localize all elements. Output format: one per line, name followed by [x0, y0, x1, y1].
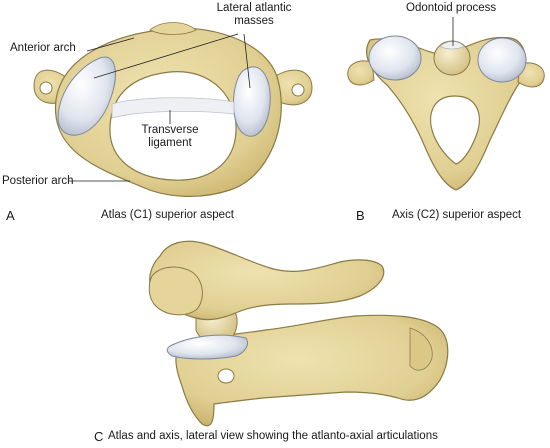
- atlas-left-facet: [57, 56, 116, 136]
- leader-lateral-mass-left: [93, 33, 239, 79]
- atlas-anterior-tubercle: [149, 22, 197, 35]
- atlas-right-facet: [233, 66, 271, 137]
- atlas-superior-view: [33, 22, 313, 197]
- axis-spinous-process-tip: [409, 327, 433, 371]
- label-transverse-ligament: Transverse ligament: [141, 124, 199, 149]
- caption-lateral-view: Atlas and axis, lateral view showing the…: [108, 430, 438, 442]
- atlanto-axial-articulation: [166, 334, 249, 360]
- axis-left-facet: [368, 35, 422, 81]
- caption-atlas: Atlas (C1) superior aspect: [101, 209, 234, 221]
- panel-letter-c: C: [94, 429, 104, 444]
- odontoid-process: [433, 40, 471, 76]
- caption-axis: Axis (C2) superior aspect: [392, 209, 522, 221]
- axis-left-transverse-process: [347, 60, 375, 86]
- axis-superior-view: [347, 17, 545, 191]
- axis-lateral-foramen: [217, 368, 235, 384]
- axis-right-facet: [477, 37, 527, 83]
- atlas-left-foramen: [39, 81, 53, 95]
- leader-anterior-arch: [86, 37, 135, 52]
- transverse-ligament: [111, 97, 235, 119]
- label-odontoid-process: Odontoid process: [406, 2, 497, 14]
- atlas-axis-lateral-view: [148, 240, 449, 427]
- leader-lateral-mass-right: [243, 33, 251, 89]
- atlas-right-foramen: [291, 83, 305, 97]
- panel-letter-a: A: [6, 208, 15, 223]
- label-lateral-atlantic-masses: Lateral atlantic masses: [216, 2, 292, 27]
- label-anterior-arch: Anterior arch: [10, 42, 76, 54]
- atlas-anterior-arch-lateral: [148, 266, 203, 316]
- label-posterior-arch: Posterior arch: [2, 175, 74, 187]
- odontoid-facet: [439, 41, 465, 50]
- axis-right-transverse-process: [517, 62, 545, 88]
- panel-letter-b: B: [356, 208, 365, 223]
